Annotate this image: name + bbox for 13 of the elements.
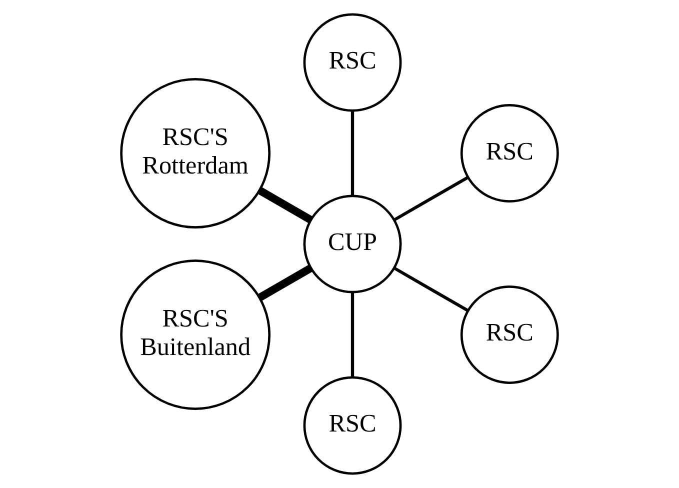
connector	[350, 292, 354, 378]
node-circle: CUP	[303, 194, 402, 294]
node-circle: RSC'S Rotterdam	[120, 78, 271, 228]
node-circle: RSC	[303, 376, 402, 475]
connector	[350, 110, 354, 196]
connector	[258, 187, 313, 224]
connector	[393, 266, 469, 312]
node-circle: RSC	[460, 104, 559, 202]
node-circle: RSC	[460, 286, 559, 384]
node-circle: RSC	[303, 13, 402, 112]
connector	[258, 264, 313, 301]
connector	[393, 176, 469, 222]
node-circle: RSC'S Buitenland	[120, 260, 271, 410]
